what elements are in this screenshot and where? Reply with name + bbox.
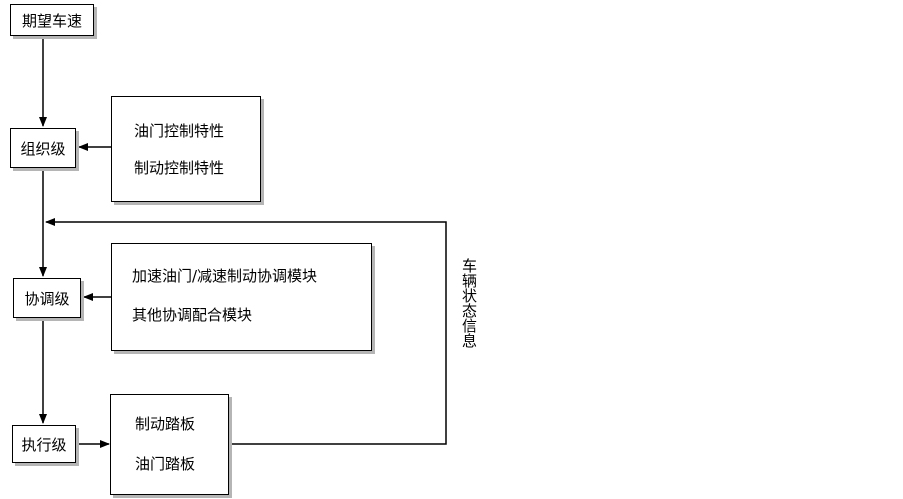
desired-speed-label: 期望车速	[21, 11, 82, 30]
vehicle-state-info-label: 车辆状态信息	[460, 258, 478, 348]
other-coordination-module-text: 其他协调配合模块	[132, 306, 253, 324]
execution-level-label: 执行级	[21, 435, 67, 454]
arrow-vehicle-state-feedback	[45, 218, 447, 445]
throttle-pedal-text: 油门踏板	[135, 455, 196, 473]
coordination-level-label: 协调级	[24, 289, 70, 308]
accel-decel-coordination-module-text: 加速油门/减速制动协调模块	[132, 267, 318, 285]
execution-level-box: 执行级	[12, 425, 76, 463]
organization-level-label: 组织级	[20, 139, 66, 158]
organization-level-box: 组织级	[10, 128, 76, 168]
desired-speed-box: 期望车速	[10, 4, 94, 36]
control-characteristics-box: 油门控制特性 制动控制特性	[111, 96, 261, 202]
brake-control-characteristics-text: 制动控制特性	[134, 159, 225, 177]
coordination-level-box: 协调级	[13, 278, 81, 318]
throttle-control-characteristics-text: 油门控制特性	[134, 122, 225, 140]
coordination-modules-box: 加速油门/减速制动协调模块 其他协调配合模块	[111, 243, 372, 351]
brake-pedal-text: 制动踏板	[135, 415, 196, 433]
pedals-box: 制动踏板 油门踏板	[110, 394, 229, 495]
